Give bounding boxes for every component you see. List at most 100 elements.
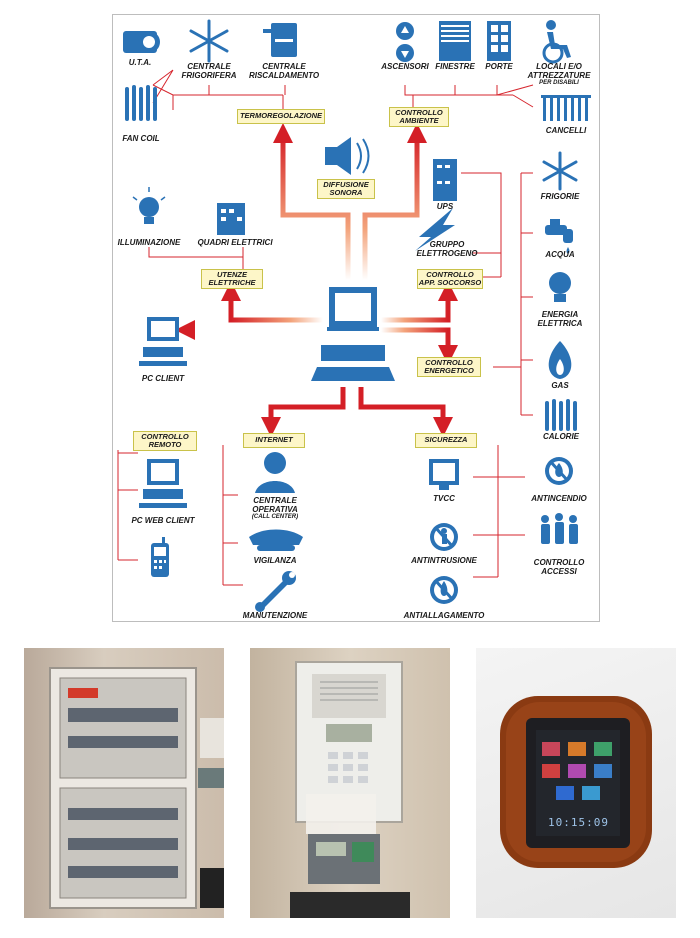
box-controllo-ambiente-line2: AMBIENTE xyxy=(399,116,439,125)
photo-touch-panel-graphic xyxy=(500,696,652,868)
connector-lines xyxy=(117,69,534,586)
water-tap-icon xyxy=(545,219,573,254)
wheelchair-icon xyxy=(542,20,571,64)
door-icon xyxy=(487,21,511,61)
calorie-radiator-icon xyxy=(545,399,577,431)
label-energia-elettrica-line2: ELETTRICA xyxy=(537,318,583,328)
gas-flame-icon xyxy=(548,341,572,379)
boiler-icon xyxy=(263,23,297,57)
box-diffusione-sonora-line1: DIFFUSIONE xyxy=(323,179,369,189)
label-centrale-frigorifera-line2: FRIGORIFERA xyxy=(181,70,237,80)
snowflake-icon xyxy=(189,19,229,63)
window-icon xyxy=(439,21,471,61)
label-controllo-accessi-line1: CONTROLLO xyxy=(533,558,585,567)
box-internet: INTERNET xyxy=(243,433,305,448)
speaker-icon xyxy=(325,137,370,175)
box-controllo-ambiente-line1: CONTROLLO xyxy=(395,107,443,117)
label-calorie: CALORIE xyxy=(543,432,579,441)
label-vigilanza: VIGILANZA xyxy=(253,556,297,565)
label-cancelli: CANCELLI xyxy=(545,126,587,135)
box-termoregolazione: TERMOREGOLAZIONE xyxy=(237,109,325,124)
electrical-panel-icon xyxy=(217,203,245,235)
mobile-phone-icon xyxy=(151,537,169,577)
photo-touch-panel: 10:15:09 xyxy=(476,648,676,918)
no-intrusion-icon xyxy=(430,523,458,551)
label-energia-elettrica-line1: ENERGIA xyxy=(541,310,579,319)
central-computer-icon xyxy=(311,287,395,381)
label-centrale-riscaldamento-line2: RISCALDAMENTO xyxy=(248,70,320,80)
label-tvcc: TVCC xyxy=(433,494,455,503)
box-diffusione-sonora-line2: SONORA xyxy=(329,188,363,197)
label-fan-coil: FAN COIL xyxy=(122,134,160,143)
photo-alarm-keypad xyxy=(250,648,450,918)
box-sicurezza-text: SICUREZZA xyxy=(424,435,468,445)
lightning-icon xyxy=(415,208,455,251)
box-utenze-elettriche-line2: ELETTRICHE xyxy=(208,278,256,287)
fire-prohibited-icon xyxy=(545,457,573,485)
main-arrows xyxy=(175,123,458,437)
touch-panel-clock: 10:15:09 xyxy=(548,816,609,829)
label-quadri-elettrici: QUADRI ELETTRICI xyxy=(197,238,273,247)
box-controllo-energetico-line1: CONTROLLO xyxy=(425,357,473,367)
label-antintrusione: ANTINTRUSIONE xyxy=(411,556,477,565)
label-centrale-riscaldamento-line1: CENTRALE xyxy=(262,62,306,71)
label-gruppo-elettrogeno-line1: GRUPPO xyxy=(429,240,465,249)
box-termoregolazione-text: TERMOREGOLAZIONE xyxy=(239,111,323,121)
label-locali-disabili-line2: ATTREZZATURE xyxy=(527,70,591,80)
frigorie-snowflake-icon xyxy=(542,151,578,191)
label-porte: PORTE xyxy=(485,62,513,71)
label-finestre: FINESTRE xyxy=(435,62,475,71)
wrench-icon xyxy=(255,571,296,612)
tvcc-monitor-icon xyxy=(429,459,459,490)
label-centrale-operativa-line2: OPERATIVA xyxy=(252,504,298,514)
label-acqua: ACQUA xyxy=(545,250,575,259)
label-gruppo-elettrogeno-line2: ELETTROGENO xyxy=(416,248,478,258)
access-control-people-icon xyxy=(541,513,578,544)
box-controllo-app-soccorso-line2: APP. SOCCORSO xyxy=(418,278,482,287)
label-gas: GAS xyxy=(551,381,569,390)
label-illuminazione: ILLUMINAZIONE xyxy=(117,238,181,247)
anti-flood-icon xyxy=(430,576,458,604)
label-manutenzione: MANUTENZIONE xyxy=(242,611,308,620)
diagram-graphics xyxy=(117,19,591,612)
label-antiallagamento: ANTIALLAGAMENTO xyxy=(403,611,485,620)
label-pc-web-client: PC WEB CLIENT xyxy=(131,516,195,525)
label-controllo-accessi-line2: ACCESSI xyxy=(541,566,577,576)
police-cap-icon xyxy=(249,529,303,551)
label-antincendio: ANTINCENDIO xyxy=(531,494,587,503)
box-controllo-remoto-line1: CONTROLLO xyxy=(141,431,189,441)
energy-bulb-icon xyxy=(549,272,571,302)
box-utenze-elettriche-line1: UTENZE xyxy=(217,269,247,279)
light-bulb-icon xyxy=(132,187,166,224)
diagram-icons xyxy=(123,19,591,612)
label-ups: UPS xyxy=(436,202,454,211)
radiator-icon xyxy=(125,85,157,121)
uta-icon xyxy=(123,31,160,53)
pc-client-icon xyxy=(139,317,187,366)
photo-electrical-panel xyxy=(24,648,224,918)
elevator-icon xyxy=(396,22,414,62)
label-pc-client: PC CLIENT xyxy=(141,374,185,383)
label-locali-disabili-line1: LOCALI E/O xyxy=(536,62,582,71)
label-uta: U.T.A. xyxy=(128,58,152,67)
pc-web-client-icon xyxy=(139,459,187,508)
label-centrale-operativa-line1: CENTRALE xyxy=(253,496,297,505)
box-sicurezza: SICUREZZA xyxy=(415,433,477,448)
label-centrale-operativa-line3: (CALL CENTER) xyxy=(251,514,299,520)
box-controllo-app-soccorso-line1: CONTROLLO xyxy=(426,269,474,279)
label-locali-disabili-line3: PER DISABILI xyxy=(539,80,579,86)
